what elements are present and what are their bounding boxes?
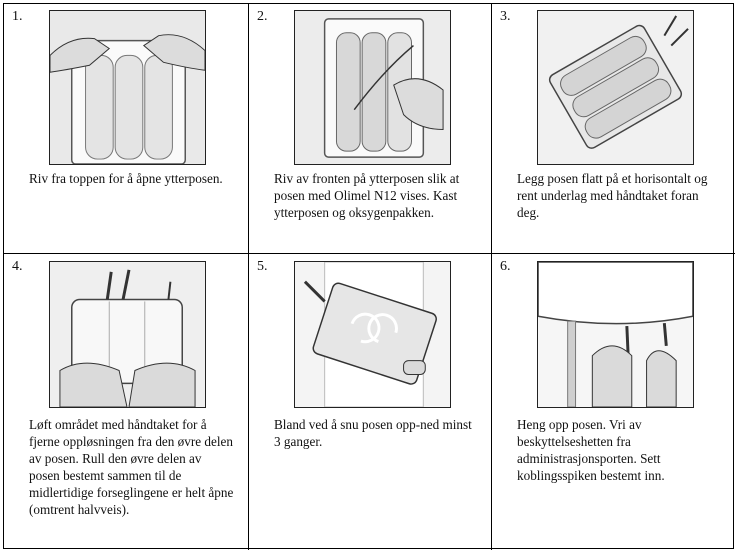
step-3-number: 3.	[500, 9, 511, 24]
step-1-number: 1.	[12, 9, 23, 24]
step-5-caption: Bland ved å snu posen opp-ned minst 3 ga…	[274, 417, 472, 449]
bag-flat-illustration	[538, 11, 693, 164]
step-6-illustration	[537, 261, 694, 408]
mix-bag-illustration	[295, 262, 450, 407]
step-6-caption: Heng opp posen. Vri av beskyttelseshette…	[517, 417, 665, 483]
step-3-caption: Legg posen flatt på et horisontalt og re…	[517, 171, 708, 220]
step-2-number: 2.	[257, 9, 268, 24]
hang-bag-illustration	[538, 262, 693, 407]
instruction-table: 1. Riv fra toppen for å åpne ytterposen.…	[3, 3, 735, 550]
step-5-cell: 5. Bland ved å snu posen opp-ned minst 3…	[249, 254, 492, 550]
step-5-illustration	[294, 261, 451, 408]
step-2-cell: 2. Riv av fronten på ytterposen slik at …	[249, 4, 492, 254]
step-3-cell: 3. Legg posen flatt på et horisontalt og…	[492, 4, 735, 254]
step-4-number: 4.	[12, 259, 23, 274]
roll-bag-illustration	[50, 262, 205, 407]
step-2-illustration	[294, 10, 451, 165]
step-4-cell: 4. Løft området med håndtaket for å fjer…	[4, 254, 249, 550]
step-4-caption: Løft området med håndtaket for å fjerne …	[29, 417, 234, 517]
step-6-number: 6.	[500, 259, 511, 274]
step-6-cell: 6. Heng opp posen. Vri av beskyttelseshe…	[492, 254, 735, 550]
step-1-caption: Riv fra toppen for å åpne ytterposen.	[29, 171, 223, 186]
step-3-illustration	[537, 10, 694, 165]
step-1-illustration	[49, 10, 206, 165]
step-1-cell: 1. Riv fra toppen for å åpne ytterposen.	[4, 4, 249, 254]
tear-front-illustration	[295, 11, 450, 164]
step-2-caption: Riv av fronten på ytterposen slik at pos…	[274, 171, 460, 220]
step-4-illustration	[49, 261, 206, 408]
open-outer-bag-illustration	[50, 11, 205, 164]
step-5-number: 5.	[257, 259, 268, 274]
